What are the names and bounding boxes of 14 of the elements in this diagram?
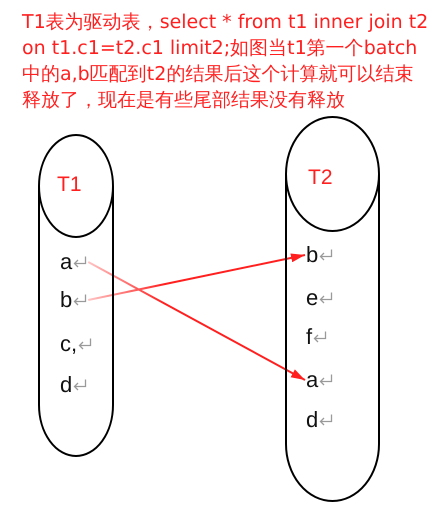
table-name: T2: [308, 166, 333, 190]
item-text: a: [60, 249, 72, 275]
table-name: T1: [57, 173, 82, 197]
item-text: d: [306, 407, 318, 433]
item-text: c,: [60, 331, 78, 357]
item-text: b: [306, 242, 318, 268]
item-text: a: [306, 367, 318, 393]
arrow: [88, 261, 306, 381]
item-text: d: [60, 372, 72, 398]
item-text: b: [60, 287, 72, 313]
note-text: T1表为驱动表，select * from t1 inner join t2 on t1.c1=t2.c1 limit2;如图当t1第一个batch中的a,b匹配到t2的结果后这个计算就可以结束释放了，现在是有些尾部结果没有释放: [22, 10, 430, 113]
item-text: e: [306, 285, 318, 311]
item-text: f: [306, 324, 312, 350]
arrow: [88, 253, 306, 301]
